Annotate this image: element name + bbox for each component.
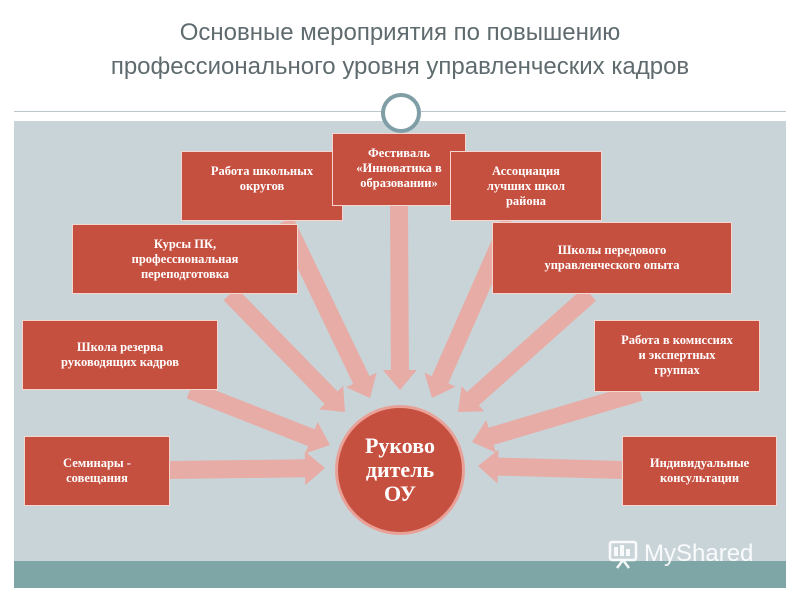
slide-title: Основные мероприятия по повышению профес…: [110, 19, 690, 80]
node-districts: Работа школьных округов: [181, 151, 343, 221]
watermark-text: MyShared: [644, 540, 754, 567]
presentation-board-icon: [608, 540, 638, 569]
arrow-commissions: [472, 383, 643, 453]
arrow-seminars: [169, 451, 325, 486]
node-courses: Курсы ПК, профессиональная переподготовк…: [72, 224, 298, 294]
node-consultations: Индивидуальные консультации: [622, 436, 777, 506]
node-commissions: Работа в комиссиях и экспертных группах: [594, 320, 760, 392]
arrow-reserve-school: [186, 381, 330, 454]
arrow-consultations: [478, 449, 623, 484]
arrow-courses: [223, 287, 345, 412]
arrow-festival: [382, 206, 417, 390]
watermark-logo: MyShared: [608, 538, 753, 570]
arrow-advanced-schools: [458, 287, 596, 412]
node-association: Ассоциация лучших школ района: [450, 151, 602, 221]
center-node: Руково дитель ОУ: [335, 405, 465, 535]
node-seminars: Семинары - совещания: [24, 436, 170, 506]
bottom-strip: [14, 561, 786, 588]
node-reserve-school: Школа резерва руководящих кадров: [22, 320, 218, 390]
node-advanced-schools: Школы передового управленческого опыта: [492, 222, 732, 294]
node-festival: Фестиваль «Инноватика в образовании»: [332, 133, 466, 206]
ring-ornament-icon: [381, 93, 421, 133]
arrow-districts: [276, 217, 377, 398]
